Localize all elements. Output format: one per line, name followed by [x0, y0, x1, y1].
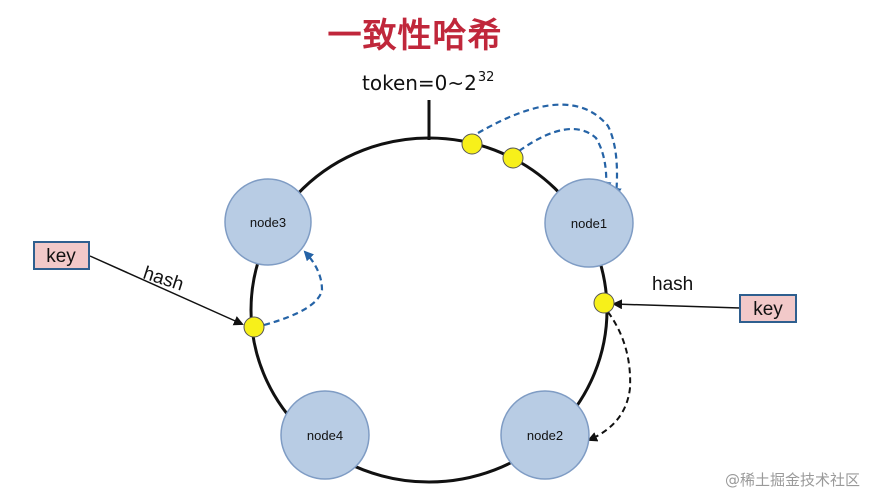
right-hash-arrow — [612, 299, 741, 310]
token-range-text: token=0~2 — [362, 71, 477, 95]
node3-circle — [224, 178, 312, 266]
node3-label: node3 — [250, 215, 286, 230]
hash-point-top-1 — [461, 133, 483, 155]
left-key-label: key — [46, 246, 76, 267]
left-hash-arrow — [89, 255, 244, 326]
hash-point-top-2 — [502, 147, 524, 169]
node1-circle — [544, 178, 634, 268]
dashed-arrow-right-to-node2 — [587, 311, 632, 442]
node4-label: node4 — [307, 428, 343, 443]
dashed-arrow-top-to-node1-a — [477, 103, 622, 198]
hash-point-left — [243, 316, 265, 338]
dashed-arrow-top-to-node1-b — [518, 127, 612, 192]
watermark: @稀土掘金技术社区 — [724, 471, 860, 489]
hash-point-right — [593, 292, 615, 314]
token-range-label: token=0~232 — [362, 70, 494, 95]
node2-label: node2 — [527, 428, 563, 443]
token-exponent: 32 — [477, 70, 495, 85]
right-hash-label: hash — [652, 274, 693, 295]
right-key-label: key — [753, 299, 783, 320]
diagram-title: 一致性哈希 — [327, 16, 503, 56]
dashed-arrow-left-to-node3 — [263, 250, 324, 327]
node1-label: node1 — [571, 216, 607, 231]
left-hash-label: hash — [140, 263, 186, 296]
right-key-box — [739, 294, 797, 323]
node2-circle — [500, 390, 590, 480]
node4-circle — [280, 390, 370, 480]
left-key-box — [33, 241, 90, 270]
